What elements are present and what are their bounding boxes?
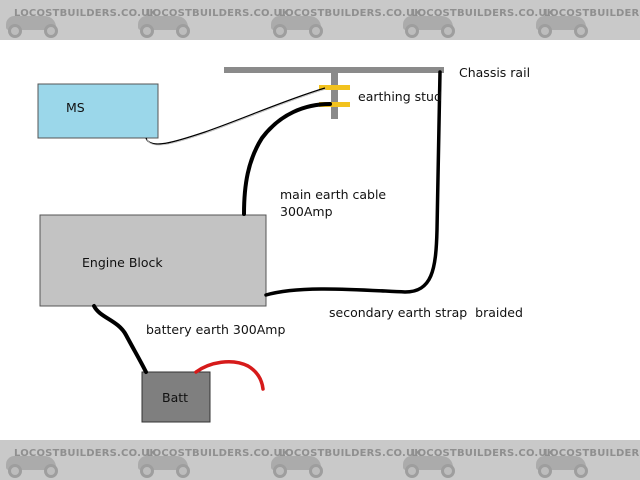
watermark-tile: LOCOSTBUILDERS.CO.UK [397,2,555,38]
watermark-tile: LOCOSTBUILDERS.CO.UK [530,2,640,38]
battery-positive-lead [194,359,265,391]
ms-box [37,83,159,139]
battery-earth-cable [92,304,148,374]
earthing-stud-label: earthing stud [358,89,442,104]
main-earth-cable [242,102,332,216]
battery-label: Batt [162,390,188,405]
ms-label: MS [66,100,85,115]
watermark-tile: LOCOSTBUILDERS.CO.UK [530,442,640,478]
watermark-tile: LOCOSTBUILDERS.CO.UK [397,442,555,478]
chassis-rail-label: Chassis rail [459,65,530,80]
ms-earth-wire-highlight [146,88,327,146]
battery-earth-label: battery earth 300Amp [146,322,285,337]
main-earth-cable-rating: 300Amp [280,204,333,219]
watermark-band-top: LOCOSTBUILDERS.CO.UK LOCOSTBUILDERS.CO.U… [0,0,640,40]
engine-block [39,214,267,307]
earthing-stud-washer-upper [319,85,350,90]
secondary-earth-strap [264,70,442,297]
watermark-tile: LOCOSTBUILDERS.CO.UK [132,442,290,478]
watermark-tile: LOCOSTBUILDERS.CO.UK [132,2,290,38]
watermark-tile: LOCOSTBUILDERS.CO.UK [265,442,422,478]
engine-block-label: Engine Block [82,255,163,270]
earthing-stud-washer-lower [319,102,350,107]
watermark-tile: LOCOSTBUILDERS.CO.UK [265,2,422,38]
watermark-tile: LOCOSTBUILDERS.CO.UK [0,2,157,38]
chassis-rail [224,67,444,73]
watermark-band-bottom: LOCOSTBUILDERS.CO.UK LOCOSTBUILDERS.CO.U… [0,440,640,480]
ms-earth-wire [145,87,326,145]
main-earth-cable-label: main earth cable [280,187,386,202]
battery [141,371,211,423]
secondary-strap-label: secondary earth strap braided [329,305,523,320]
watermark-tile: LOCOSTBUILDERS.CO.UK [0,442,157,478]
earthing-stud-post [331,72,338,119]
